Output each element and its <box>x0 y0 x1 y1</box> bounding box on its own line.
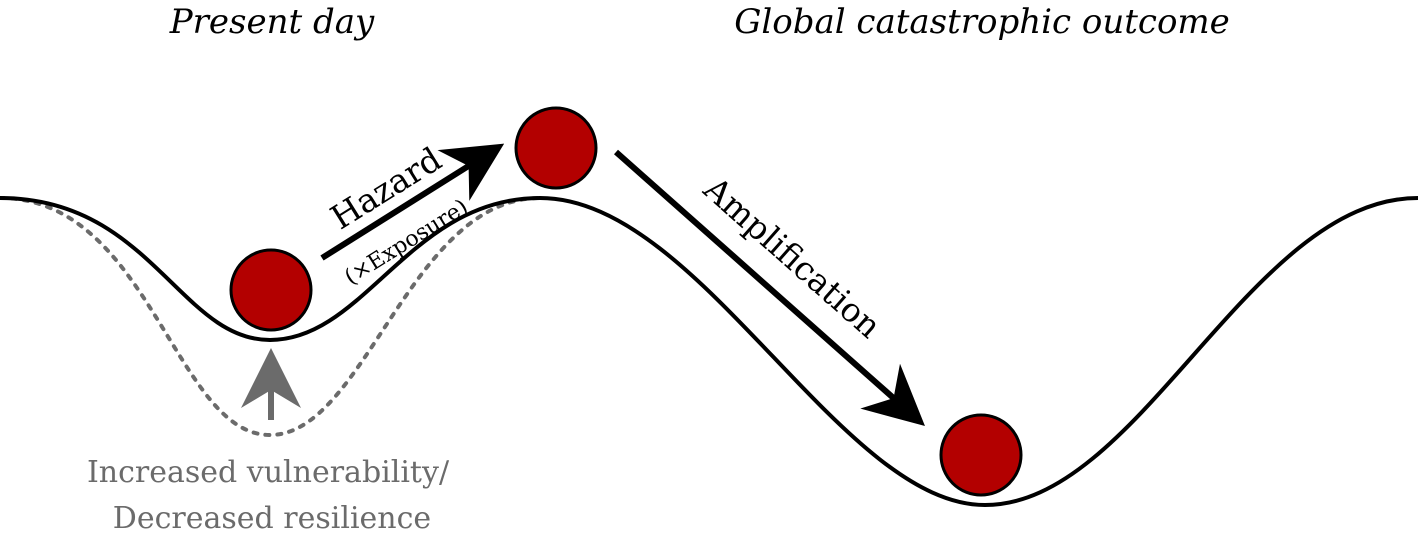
ball-present-day <box>229 248 313 332</box>
vulnerability-label-line2: Decreased resilience <box>113 501 431 536</box>
amplification-arrow <box>614 149 925 426</box>
ball-on-peak <box>514 106 598 190</box>
landscape-curve <box>0 195 1418 508</box>
hazard-arrow <box>320 143 505 261</box>
amplification-label: Amplification <box>696 168 889 345</box>
vulnerability-label-line1: Increased vulnerability/ <box>87 455 450 490</box>
ball-catastrophic-outcome <box>939 413 1023 497</box>
heading-global-catastrophic-outcome: Global catastrophic outcome <box>734 2 1230 42</box>
heading-present-day: Present day <box>169 2 375 42</box>
dotted-deepened-valley-curve <box>0 196 542 438</box>
